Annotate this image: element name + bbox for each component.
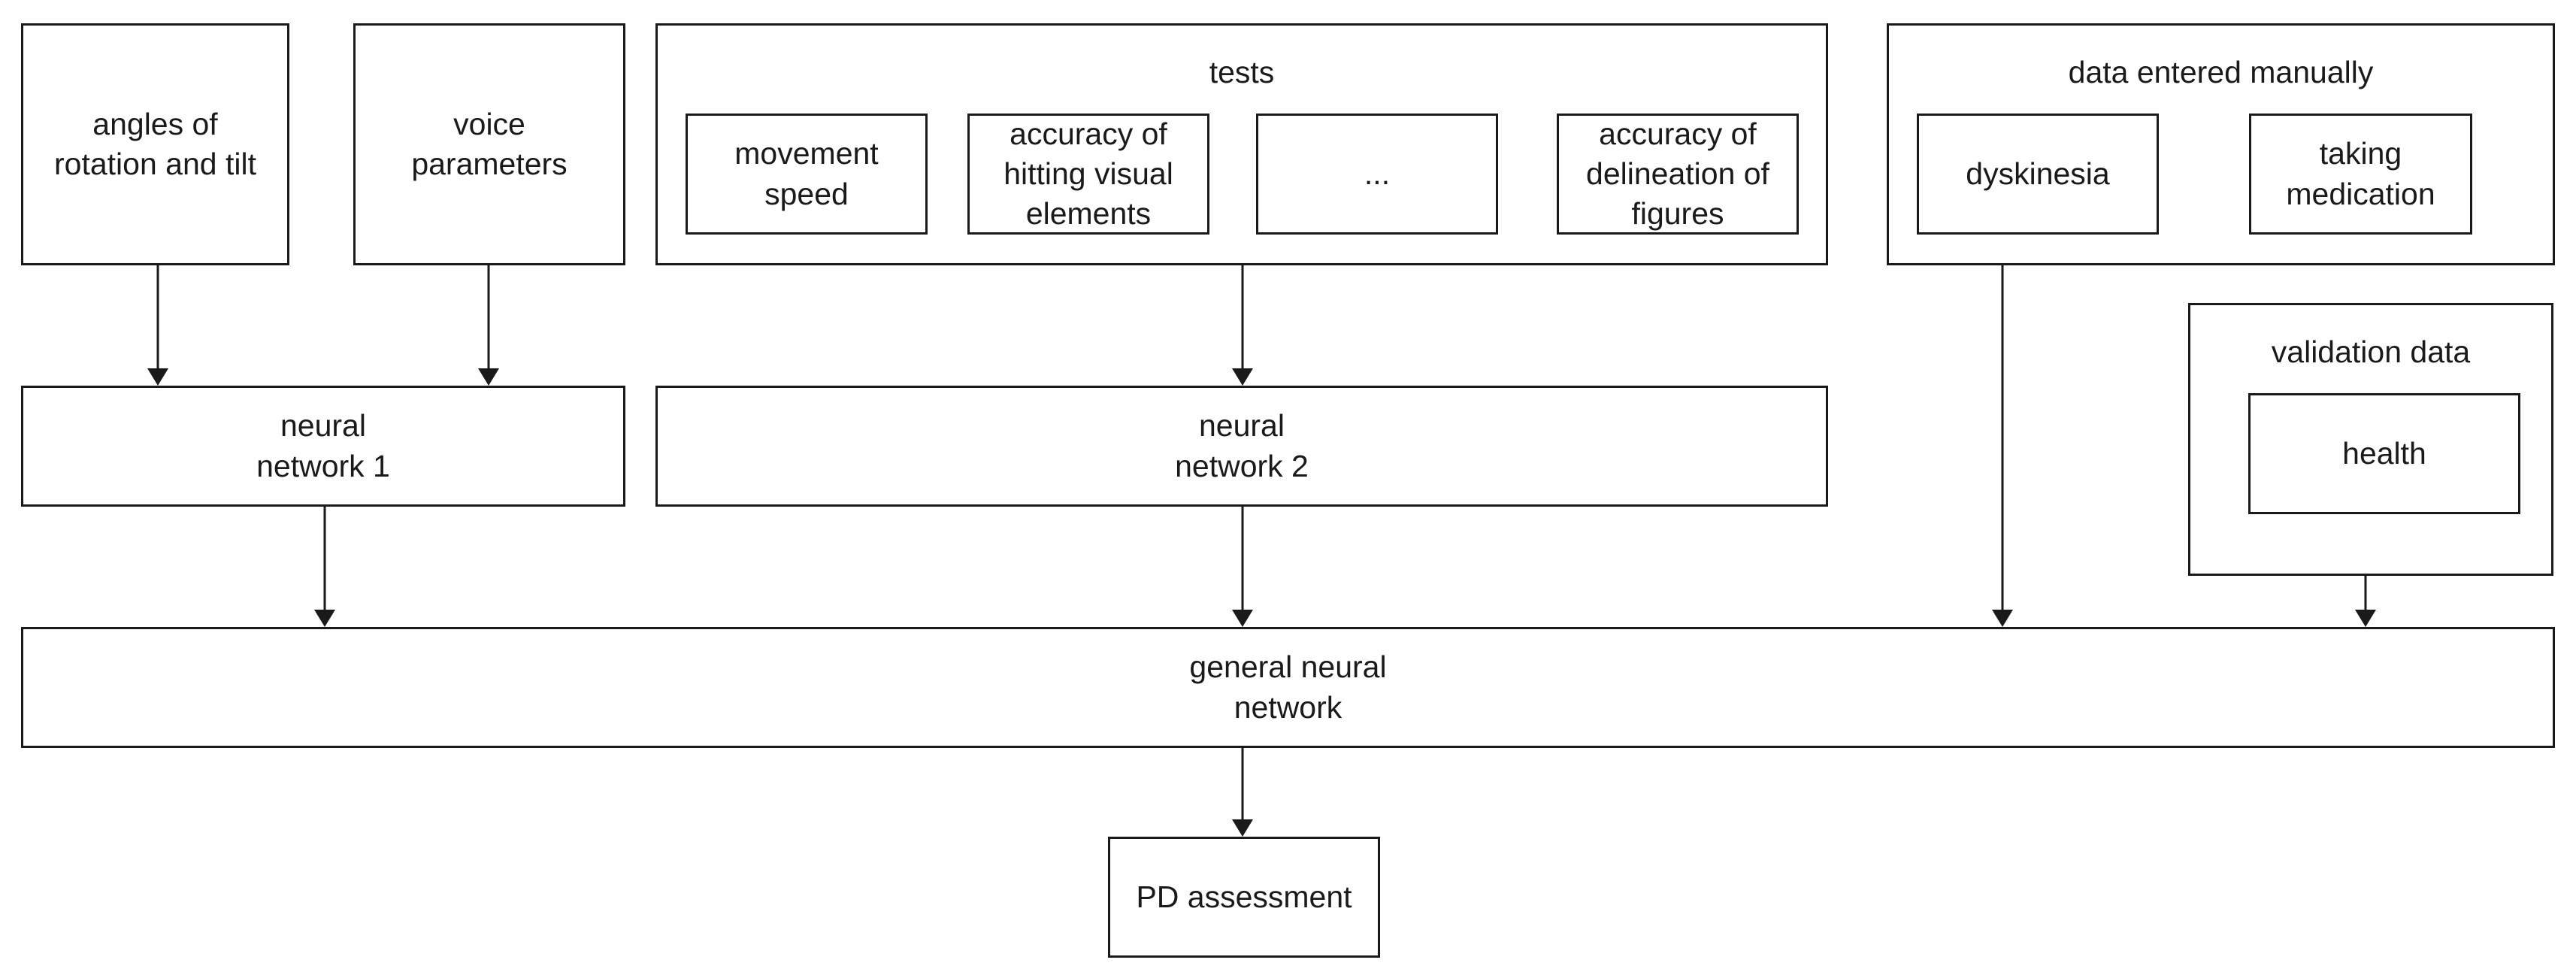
node-ellipsis: ... (1256, 114, 1498, 235)
node-pd-assessment: PD assessment (1108, 837, 1380, 958)
node-angles-of-rotation-and-tilt: angles of rotation and tilt (21, 23, 289, 265)
node-voice-parameters: voice parameters (353, 23, 625, 265)
node-general-neural-network: general neural network (21, 627, 2555, 748)
edge-nn2-to-general (1232, 507, 1253, 627)
node-accuracy-of-delineation-of-figures: accuracy of delineation of figures (1557, 114, 1799, 235)
group-validation-data-title: validation data (2271, 335, 2471, 369)
node-neural-network-2: neural network 2 (655, 386, 1828, 507)
edge-nn1-to-general (314, 507, 335, 627)
group-tests-title: tests (1209, 55, 1275, 89)
edge-general-to-pd-assessment (1232, 748, 1253, 837)
edge-manual-to-general (1992, 265, 2013, 627)
node-taking-medication: taking medication (2249, 114, 2472, 235)
edge-voice-to-nn1 (478, 265, 499, 386)
edge-tests-to-nn2 (1232, 265, 1253, 386)
group-data-entered-manually-title: data entered manually (2068, 55, 2374, 89)
node-neural-network-1: neural network 1 (21, 386, 625, 507)
edge-angles-to-nn1 (147, 265, 168, 386)
node-movement-speed: movement speed (686, 114, 928, 235)
node-dyskinesia: dyskinesia (1917, 114, 2159, 235)
node-health: health (2248, 393, 2520, 514)
node-accuracy-of-hitting-visual-elements: accuracy of hitting visual elements (967, 114, 1209, 235)
edge-validation-to-general (2355, 576, 2376, 627)
